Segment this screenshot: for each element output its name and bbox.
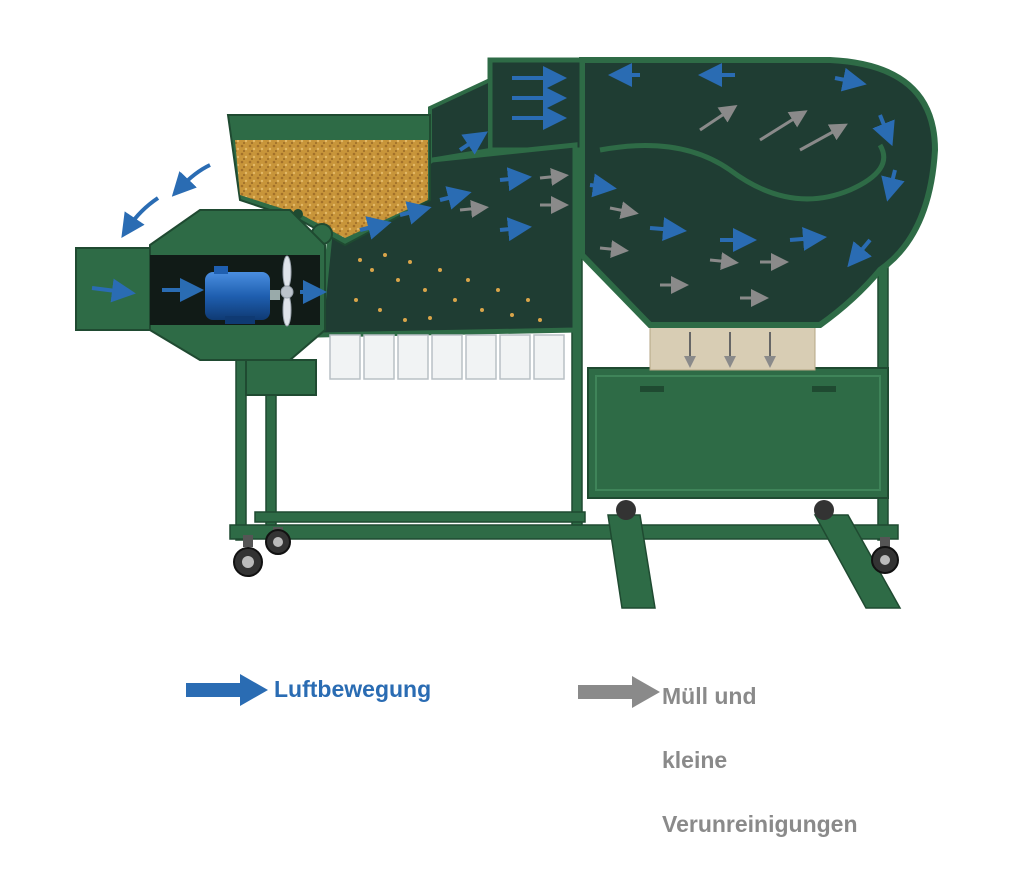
frame-leg bbox=[235, 359, 247, 541]
gray-arrow-icon bbox=[609, 201, 639, 220]
gray-arrow-icon bbox=[799, 123, 848, 152]
discharge-trays bbox=[329, 334, 565, 380]
blue-arrow-icon bbox=[789, 226, 827, 251]
tray bbox=[397, 334, 429, 380]
tray bbox=[499, 334, 531, 380]
grain-cleaner-diagram bbox=[75, 57, 939, 609]
blue-arrow-icon bbox=[499, 217, 532, 242]
tray bbox=[533, 334, 565, 380]
blue-arrow-icon bbox=[458, 131, 488, 155]
blue-arrow-icon bbox=[359, 216, 392, 240]
blue-arrow-icon bbox=[186, 674, 268, 706]
gray-arrow-icon bbox=[699, 105, 738, 132]
blue-arrow-icon bbox=[847, 238, 872, 268]
caster-wheel-icon bbox=[871, 537, 899, 574]
bottom-rail bbox=[229, 524, 899, 540]
blue-arrow-icon bbox=[171, 163, 211, 197]
legend-debris: Müll und kleine Verunreinigungen bbox=[578, 648, 932, 872]
tray bbox=[465, 334, 497, 380]
bottom-rail bbox=[254, 511, 586, 523]
legend-debris-line: kleine bbox=[662, 747, 728, 773]
tray bbox=[329, 334, 361, 380]
caster-wheel-icon bbox=[233, 535, 263, 577]
air-flow-arrows bbox=[91, 63, 905, 304]
blue-arrow-icon bbox=[872, 114, 895, 147]
fan-icon bbox=[280, 255, 294, 327]
tray bbox=[363, 334, 395, 380]
blue-arrow-icon bbox=[499, 167, 532, 192]
blue-arrow-icon bbox=[589, 173, 617, 198]
electric-motor-icon bbox=[205, 266, 280, 324]
gray-arrow-icon bbox=[709, 252, 739, 271]
legend-debris-label: Müll und kleine Verunreinigungen bbox=[662, 648, 932, 872]
waste-collection-box bbox=[587, 367, 889, 499]
blue-arrow-icon bbox=[881, 169, 905, 202]
legend-air: Luftbewegung bbox=[186, 672, 431, 708]
blue-arrow-icon bbox=[439, 186, 472, 210]
caster-wheel-icon bbox=[616, 500, 834, 520]
caster-wheel-icon bbox=[265, 527, 291, 555]
blue-arrow-icon bbox=[121, 196, 160, 238]
blue-arrow-icon bbox=[834, 67, 867, 92]
legend-debris-line: Verunreinigungen bbox=[662, 811, 858, 837]
blue-arrow-icon bbox=[649, 217, 687, 242]
gray-arrow-icon bbox=[539, 167, 569, 186]
diagram-stage: Luftbewegung Müll und kleine Verunreinig… bbox=[75, 57, 939, 837]
tray bbox=[431, 334, 463, 380]
ground-skid bbox=[813, 514, 902, 609]
legend-debris-line: Müll und bbox=[662, 683, 757, 709]
blue-arrow-icon bbox=[91, 278, 136, 303]
legend-air-label: Luftbewegung bbox=[274, 676, 432, 702]
gray-arrow-icon bbox=[578, 676, 660, 708]
gray-arrow-icon bbox=[759, 110, 808, 142]
falling-grain bbox=[354, 253, 542, 322]
gray-arrow-icon bbox=[599, 240, 629, 259]
gray-arrow-icon bbox=[459, 199, 489, 218]
debris-flow-arrows bbox=[459, 105, 848, 307]
sediment-tray bbox=[649, 321, 816, 371]
blue-arrow-icon bbox=[399, 201, 432, 225]
